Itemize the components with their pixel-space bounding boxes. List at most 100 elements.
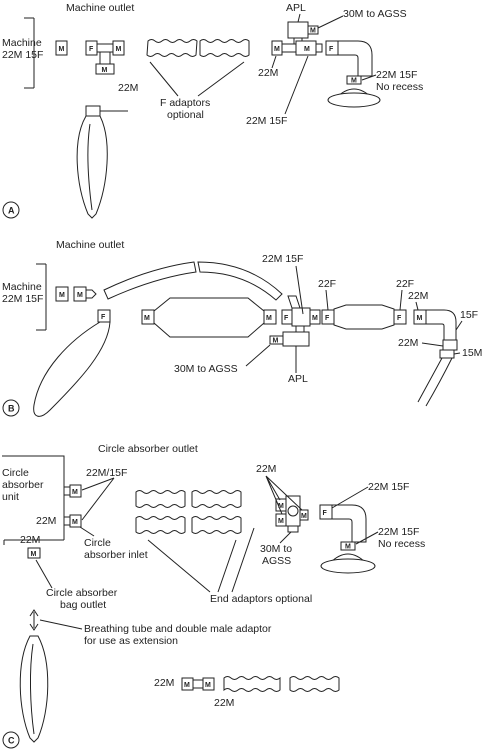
- agss-label: 30M to AGSS: [343, 8, 407, 20]
- bag-outlet-label-1: Circle absorber: [46, 587, 118, 599]
- mask-no-recess-label: No recess: [378, 538, 425, 550]
- male-mark: M: [72, 519, 78, 526]
- male-mark: M: [31, 551, 37, 558]
- corrugated-tube: [135, 516, 186, 534]
- male-mark: M: [301, 513, 307, 520]
- t-adaptor: F M M: [85, 40, 125, 75]
- absorber-outlet-label: Circle absorber outlet: [98, 443, 198, 455]
- male-mark: M: [304, 46, 310, 53]
- valve-22m15f-leader: [331, 486, 369, 509]
- elbow-22m-leader: [421, 342, 444, 347]
- corrugated-tube: [191, 516, 242, 534]
- valve-22m15f-label: 22M 15F: [246, 115, 287, 127]
- valve-22m-leader: [265, 475, 303, 515]
- female-mark: F: [284, 315, 289, 322]
- female-mark: F: [89, 46, 94, 53]
- elbow-15f-label: 15F: [460, 309, 478, 321]
- agss-leader: [245, 344, 271, 367]
- female-mark: F: [397, 315, 402, 322]
- straight-tube: F F: [321, 304, 407, 330]
- absorber-inlet-connector: [69, 514, 82, 528]
- c-22m-a-label: 22M: [36, 515, 56, 527]
- curved-tube: [103, 261, 197, 300]
- apl-valve: F M M: [269, 295, 321, 347]
- tube-connector: [439, 349, 455, 359]
- mask-no-recess-label: No recess: [376, 81, 423, 93]
- apl-leader: [297, 13, 344, 29]
- unit-label-2: absorber: [2, 479, 44, 491]
- inlet-leader: [79, 526, 95, 537]
- m-22m-label: 22M: [408, 290, 428, 302]
- bag-outlet-label-2: bag outlet: [60, 599, 106, 611]
- curved-tube: [197, 261, 283, 301]
- inlet-label-2: absorber inlet: [84, 549, 148, 561]
- f-adaptors-optional-label: optional: [167, 109, 204, 121]
- elbow-connector: F M: [319, 504, 367, 551]
- unit-label-1: Circle: [2, 467, 29, 479]
- machine-outlet-connector: [55, 40, 68, 56]
- valve-22m-label: 22M: [256, 463, 276, 475]
- machine-label: Machine: [2, 281, 42, 293]
- panel-b: Machine outlet Machine 22M 15F M M F M M: [2, 239, 482, 417]
- reservoir-bag: F: [33, 309, 111, 417]
- mask-22m15f-label: 22M 15F: [376, 69, 417, 81]
- tube-15m-label: 15M: [462, 347, 482, 359]
- panel-a-badge: [2, 201, 20, 219]
- male-mark: M: [102, 67, 108, 74]
- elbow-22m-label: 22M: [398, 337, 418, 349]
- c-22m15f-leader: [81, 477, 115, 521]
- machine-bracket: [36, 263, 47, 331]
- corrugated-tube: [191, 490, 242, 508]
- double-male-adaptor: M M: [181, 677, 215, 691]
- male-mark: M: [184, 682, 190, 689]
- panel-b-badge: [2, 399, 20, 417]
- male-mark: M: [278, 518, 284, 525]
- inlet-label-1: Circle: [84, 537, 111, 549]
- f-adaptors-leader: [149, 61, 245, 97]
- female-mark: F: [323, 510, 328, 517]
- absorber-outlet-stub: [63, 486, 71, 496]
- machine-outlet-label: Machine outlet: [56, 239, 124, 251]
- adaptor-22m-label: 22M: [118, 82, 138, 94]
- elbow-connector: M: [413, 309, 458, 351]
- extension-leader: [39, 619, 83, 630]
- male-mark: M: [278, 503, 284, 510]
- machine-bracket: [24, 17, 35, 89]
- reservoir-bag: [76, 105, 108, 219]
- tube-15m-leader: [453, 352, 461, 355]
- male-mark: M: [59, 46, 65, 53]
- unit-label-3: unit: [2, 491, 19, 503]
- extension-label-2: for use as extension: [84, 635, 178, 647]
- top-22m15f-label: 22M 15F: [262, 253, 303, 265]
- male-mark: M: [351, 78, 357, 85]
- panel-c-letter: C: [8, 736, 15, 746]
- canister: M M: [141, 297, 277, 338]
- absorber-outlet-connector: [69, 484, 82, 498]
- f1-leader: [325, 289, 329, 311]
- f-adaptors-label: F adaptors: [160, 97, 210, 109]
- dm-22m-b-label: 22M: [214, 697, 234, 709]
- female-mark: F: [329, 46, 334, 53]
- top-leader: [295, 265, 304, 315]
- apl-valve: M M M: [271, 21, 323, 56]
- apl-label: APL: [286, 2, 306, 14]
- male-mark: M: [72, 489, 78, 496]
- male-mark: M: [116, 46, 122, 53]
- f2-label: 22F: [396, 278, 414, 290]
- valve-22m-label: 22M: [258, 67, 278, 79]
- male-mark: M: [274, 46, 280, 53]
- male-mark: M: [273, 338, 279, 345]
- machine-connector-label: 22M 15F: [2, 49, 43, 61]
- elbow-15f-leader: [455, 320, 463, 331]
- f2-leader: [399, 289, 403, 311]
- extension-arrow: [29, 609, 39, 631]
- face-mask: [327, 88, 381, 108]
- agss-label-2: AGSS: [262, 555, 291, 567]
- c-22m-b-label: 22M: [20, 534, 40, 546]
- corrugated-tube: [146, 39, 198, 57]
- reservoir-bag: [19, 635, 49, 743]
- m-22m-leader: [415, 301, 419, 311]
- c-22m15f-label: 22M/15F: [86, 467, 127, 479]
- extension-label-1: Breathing tube and double male adaptor: [84, 623, 272, 635]
